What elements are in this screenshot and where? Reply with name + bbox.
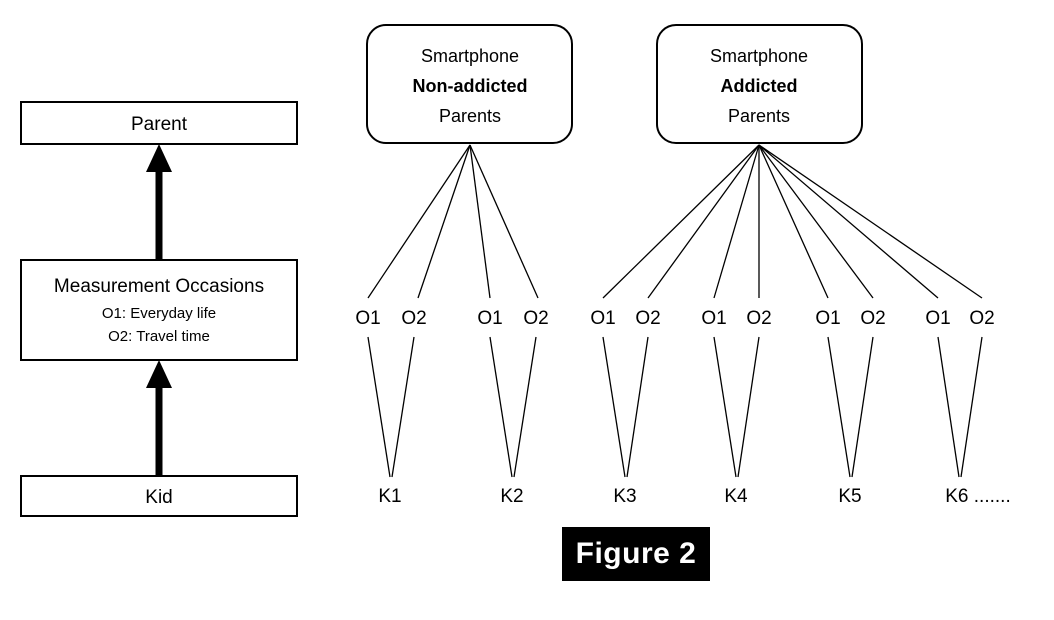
kid-label: K4 — [724, 486, 748, 507]
fan-line — [758, 144, 983, 299]
fan-line — [602, 144, 760, 299]
non-addicted-kid-links — [367, 336, 537, 478]
fan-line — [469, 144, 539, 299]
non-addicted-line2: Non-addicted — [413, 76, 528, 96]
non-addicted-line3: Parents — [439, 106, 501, 126]
non-addicted-node-rect — [366, 24, 573, 144]
non-addicted-kids: K1 K2 — [378, 486, 523, 507]
kid-box-label: Kid — [145, 487, 172, 508]
kid-label: K5 — [838, 486, 861, 507]
addicted-fan-lines — [602, 144, 983, 299]
addicted-kids: K3 K4 K5 K6 ....... — [613, 486, 1010, 507]
fan-line — [647, 144, 760, 299]
kid-box: Kid — [20, 475, 298, 517]
kid-link-line — [937, 336, 960, 478]
kid-link-line — [960, 336, 983, 478]
occasion-label: O1 — [477, 308, 502, 329]
kid-label: K3 — [613, 486, 636, 507]
addicted-line1: Smartphone — [710, 46, 808, 66]
occasion-label: O1 — [815, 308, 840, 329]
occasion-label: O1 — [355, 308, 380, 329]
parent-box: Parent — [20, 101, 298, 145]
occasion-label: O1 — [701, 308, 726, 329]
fan-line — [713, 144, 760, 299]
non-addicted-fan-lines — [367, 144, 539, 299]
non-addicted-occasions: O1 O2 O1 O2 — [355, 308, 548, 329]
fan-line — [417, 144, 471, 299]
kid-link-line — [602, 336, 626, 478]
kid-link-line — [737, 336, 760, 478]
addicted-occasions: O1 O2 O1 O2 O1 O2 O1 O2 — [590, 308, 994, 329]
kid-box-rect — [20, 475, 298, 517]
kid-link-line — [827, 336, 851, 478]
occasion-label: O2 — [860, 308, 885, 329]
addicted-line2: Addicted — [720, 76, 797, 96]
kid-link-line — [513, 336, 537, 478]
kid-link-line — [367, 336, 391, 478]
addicted-kid-links — [602, 336, 983, 478]
figure-caption-label: Figure 2 — [575, 537, 697, 570]
measurement-box-line2: O2: Travel time — [108, 328, 210, 345]
parent-box-label: Parent — [131, 114, 188, 135]
occasion-label: O2 — [523, 308, 548, 329]
kid-link-line — [489, 336, 513, 478]
kid-link-line — [851, 336, 874, 478]
arrow-head — [146, 144, 172, 172]
addicted-line3: Parents — [728, 106, 790, 126]
fan-line — [758, 144, 939, 299]
addicted-node-rect — [656, 24, 863, 144]
kid-label: K6 ....... — [945, 486, 1010, 507]
kid-link-line — [391, 336, 415, 478]
measurement-box-rect — [20, 259, 298, 361]
group-addicted: Smartphone Addicted Parents O1 O2 O1 O2 — [590, 24, 1011, 507]
kid-label: K1 — [378, 486, 401, 507]
measurement-occasions-box: Measurement Occasions O1: Everyday life … — [20, 259, 298, 361]
occasion-label: O2 — [969, 308, 994, 329]
fan-line — [758, 144, 829, 299]
fan-line — [758, 144, 874, 299]
occasion-label: O1 — [590, 308, 615, 329]
arrow-head — [146, 360, 172, 388]
fan-line — [469, 144, 491, 299]
non-addicted-line1: Smartphone — [421, 46, 519, 66]
occasion-label: O2 — [635, 308, 660, 329]
occasion-label: O2 — [746, 308, 771, 329]
figure-caption: Figure 2 — [562, 527, 710, 581]
kid-link-line — [713, 336, 737, 478]
parent-box-rect — [20, 101, 298, 145]
measurement-box-line1: O1: Everyday life — [102, 305, 216, 322]
occasion-label: O1 — [925, 308, 950, 329]
kid-label: K2 — [500, 486, 523, 507]
measurement-box-title: Measurement Occasions — [54, 276, 264, 297]
arrow-kid-to-measurement — [146, 360, 172, 476]
kid-link-line — [626, 336, 649, 478]
occasion-label: O2 — [401, 308, 426, 329]
group-non-addicted: Smartphone Non-addicted Parents O1 O2 O1… — [355, 24, 573, 507]
arrow-measurement-to-parent — [146, 144, 172, 260]
legend-panel: Parent Measurement Occasions O1: Everyda… — [20, 101, 298, 517]
fan-line — [367, 144, 471, 299]
